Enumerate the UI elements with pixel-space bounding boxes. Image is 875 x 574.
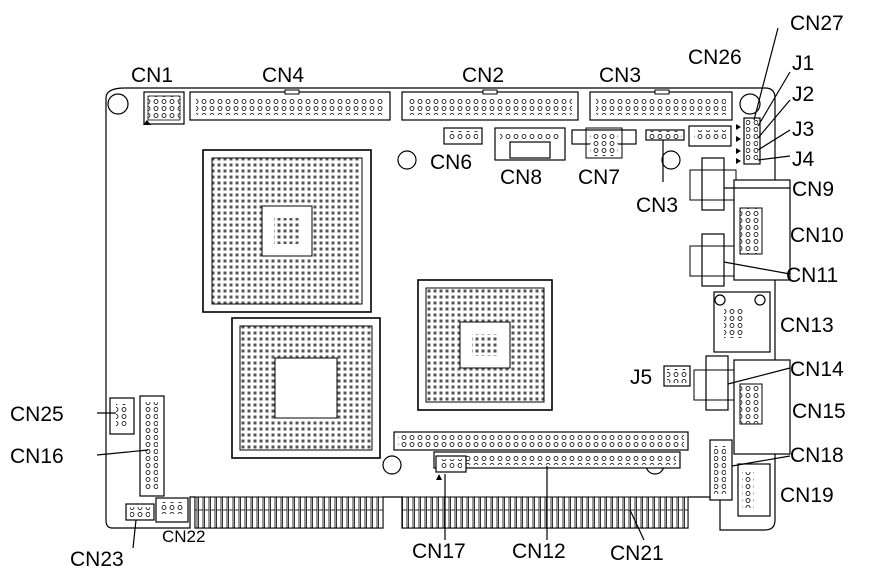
chip-southbridge bbox=[417, 279, 553, 411]
label-cn27: CN27 bbox=[790, 12, 844, 35]
label-cn12: CN12 bbox=[512, 540, 566, 563]
label-cn6: CN6 bbox=[430, 151, 472, 174]
label-cn9: CN9 bbox=[792, 178, 834, 201]
mounting-hole-tl bbox=[107, 93, 129, 115]
label-j2: J2 bbox=[792, 83, 814, 106]
label-cn23: CN23 bbox=[70, 548, 124, 571]
cn7-connector bbox=[571, 127, 637, 159]
label-cn3-mid: CN3 bbox=[636, 194, 678, 217]
label-j1: J1 bbox=[792, 52, 814, 75]
chip-cpu bbox=[202, 149, 372, 313]
standoff-3 bbox=[382, 455, 402, 475]
edge-connector-right bbox=[401, 496, 689, 529]
cn10-vga-connector bbox=[733, 179, 791, 281]
cn3-mid-header bbox=[645, 129, 685, 141]
cn3-top-connector bbox=[589, 89, 733, 121]
cn9-connector bbox=[689, 157, 737, 211]
mounting-hole-tr bbox=[739, 93, 761, 115]
label-cn14: CN14 bbox=[790, 358, 844, 381]
label-cn8: CN8 bbox=[500, 166, 542, 189]
cn11-connector bbox=[689, 233, 737, 287]
cn2-connector bbox=[401, 89, 579, 121]
cn13-lan-connector bbox=[713, 291, 771, 353]
cn23-connector bbox=[125, 503, 155, 521]
label-cn22: CN22 bbox=[162, 527, 205, 546]
cn22-connector bbox=[155, 497, 189, 523]
label-cn7: CN7 bbox=[578, 166, 620, 189]
label-cn10: CN10 bbox=[790, 224, 844, 247]
label-cn4: CN4 bbox=[262, 64, 304, 87]
jumper-block bbox=[736, 117, 761, 165]
label-cn15: CN15 bbox=[792, 400, 846, 423]
label-cn17: CN17 bbox=[412, 540, 466, 563]
cn12-connector bbox=[433, 451, 681, 469]
cn19-connector bbox=[737, 463, 771, 517]
cn18-connector bbox=[709, 439, 733, 501]
label-cn13: CN13 bbox=[780, 314, 834, 337]
cn8-connector bbox=[494, 127, 566, 161]
standoff-2 bbox=[661, 150, 681, 170]
chip-northbridge bbox=[231, 317, 381, 459]
cn17-connector bbox=[435, 455, 467, 480]
label-cn26: CN26 bbox=[688, 46, 742, 69]
label-cn19: CN19 bbox=[780, 484, 834, 507]
label-cn16: CN16 bbox=[10, 445, 64, 468]
cn16-connector bbox=[139, 395, 165, 497]
cn26-connector bbox=[688, 125, 732, 147]
standoff-1 bbox=[397, 150, 417, 170]
label-cn21: CN21 bbox=[610, 542, 664, 565]
cn1-connector bbox=[143, 91, 185, 125]
label-j5: J5 bbox=[630, 366, 652, 389]
cn6-connector bbox=[443, 127, 483, 145]
cn25-connector bbox=[109, 397, 135, 435]
label-cn2: CN2 bbox=[462, 64, 504, 87]
label-j3: J3 bbox=[792, 118, 814, 141]
label-cn11: CN11 bbox=[786, 264, 838, 287]
label-j4: J4 bbox=[792, 148, 815, 171]
label-cn3-top: CN3 bbox=[599, 64, 641, 87]
cn4-connector bbox=[189, 89, 391, 121]
edge-connector-left bbox=[194, 496, 384, 529]
isa-header-upper bbox=[393, 431, 689, 451]
leader-lines bbox=[96, 27, 791, 549]
label-cn18: CN18 bbox=[790, 444, 844, 467]
label-cn25: CN25 bbox=[10, 403, 64, 426]
label-cn1: CN1 bbox=[131, 64, 173, 87]
cn15-com-connector bbox=[733, 359, 791, 455]
j5-jumper bbox=[663, 365, 691, 387]
